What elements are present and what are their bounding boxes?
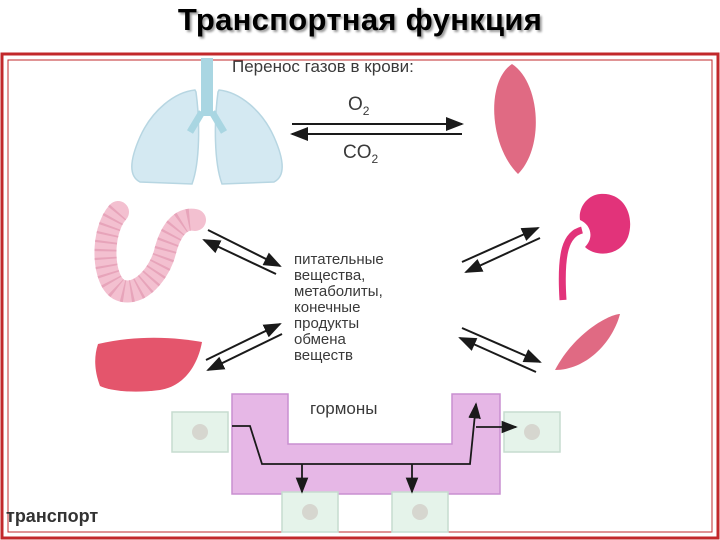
exchange-arrow-right-upper-a (461, 227, 540, 263)
muscle-tissue-illustration (494, 64, 536, 174)
nutrients-text-block: питательные вещества, метаболиты, конечн… (294, 251, 388, 364)
liver-illustration (95, 337, 202, 392)
co2-text: CO (343, 142, 372, 163)
transport-diagram: Перенос газов в крови: O2 CO2 питательны… (0, 52, 720, 540)
target-cell-right (503, 411, 561, 453)
target-cell-bottom-left (281, 491, 339, 533)
o2-text: O (348, 94, 363, 115)
o2-label: O2 (348, 94, 370, 118)
exchange-arrow-right-lower-a (461, 327, 542, 363)
kidney-illustration (558, 193, 631, 301)
hormones-label: гормоны (310, 399, 378, 418)
exchange-arrow-left-lower-b (206, 333, 283, 371)
gas-transport-heading: Перенос газов в крови: (232, 57, 414, 76)
exchange-arrow-left-lower-a (205, 323, 282, 361)
nutrients-line: веществ (294, 347, 353, 364)
co2-subscript: 2 (372, 152, 379, 166)
exchange-arrow-right-upper-b (464, 237, 541, 273)
exchange-arrow-left-upper-a (207, 229, 282, 267)
nutrients-line: конечные (294, 299, 360, 316)
exchange-arrow-right-lower-b (458, 337, 537, 373)
target-cell-left (171, 411, 229, 453)
smooth-muscle-illustration (555, 314, 620, 370)
nutrients-line: продукты (294, 315, 359, 332)
target-cell-bottom-right (391, 491, 449, 533)
frame-border (0, 52, 720, 540)
slide-title: Транспортная функция (177, 2, 543, 37)
frame-inner-border (7, 59, 713, 533)
nutrients-line: питательные (294, 251, 384, 268)
nutrients-line: метаболиты, (294, 283, 383, 300)
o2-subscript: 2 (363, 104, 370, 118)
co2-label: CO2 (343, 142, 379, 166)
lungs-illustration (131, 58, 283, 185)
nutrients-line: вещества, (294, 267, 365, 284)
nutrients-line: обмена (294, 331, 347, 348)
transport-caption: транспорт (6, 506, 98, 526)
exchange-arrow-left-upper-b (202, 239, 277, 275)
hormone-flow-arrow-main (232, 402, 481, 465)
intestine-stripes (94, 204, 198, 303)
